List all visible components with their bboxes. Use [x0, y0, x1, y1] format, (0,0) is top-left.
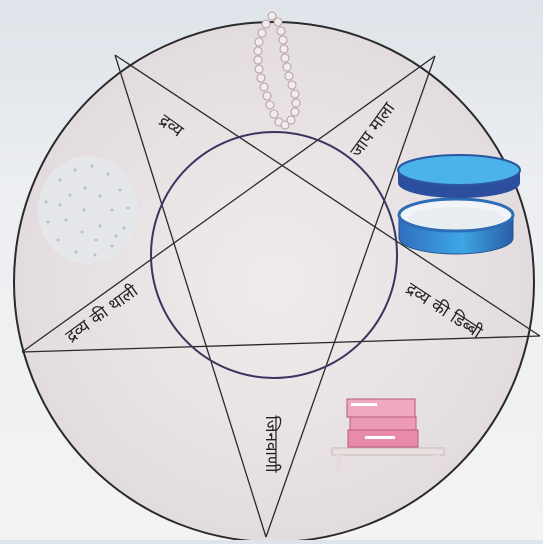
label-jinvani: जिनवाणी	[261, 415, 282, 473]
rice-heap-icon	[38, 156, 138, 264]
round-box-icon	[398, 155, 520, 254]
